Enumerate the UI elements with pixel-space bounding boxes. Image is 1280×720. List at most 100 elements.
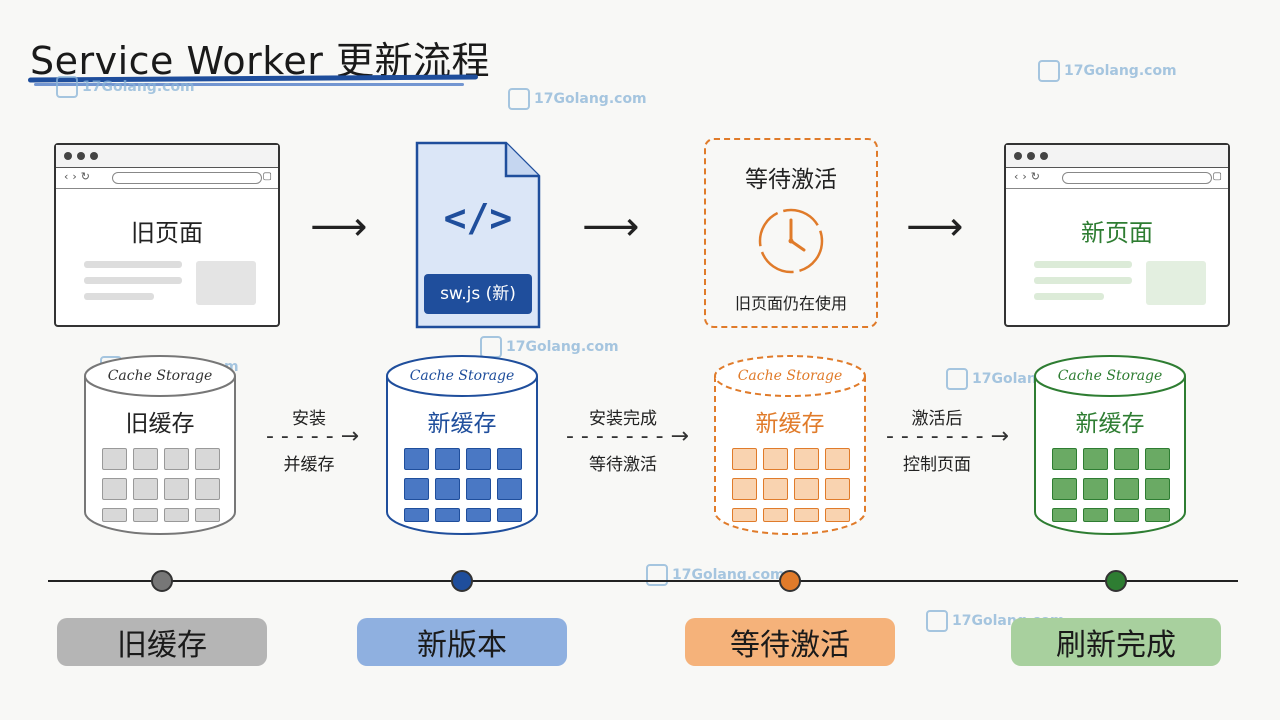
cache-entry <box>195 478 220 500</box>
new-page-label: 新页面 <box>1081 219 1153 247</box>
timeline-brush-highlight <box>57 618 267 666</box>
cache-entry <box>1114 448 1139 470</box>
content-line <box>84 293 154 300</box>
cache-entry <box>497 478 522 500</box>
watermark: 17Golang.com <box>1038 60 1177 82</box>
content-line <box>1034 293 1104 300</box>
watermark-logo-icon <box>1038 60 1060 82</box>
cache-storage-label: Cache Storage <box>409 368 515 384</box>
flow-label: 等待激活 <box>589 455 657 475</box>
content-line <box>1034 277 1132 284</box>
content-line <box>84 277 182 284</box>
timeline-dot <box>451 570 473 592</box>
cache-entry <box>763 478 788 500</box>
window-dot-icon <box>77 152 85 160</box>
url-bar <box>112 172 262 184</box>
flow-label: 并缓存 <box>283 455 335 475</box>
dashed-arrow-icon: - - - - - → <box>266 424 360 449</box>
content-image-placeholder <box>1146 261 1206 305</box>
cache-entry <box>794 508 819 522</box>
cache-storage-label: Cache Storage <box>107 368 213 384</box>
waiting-subtitle: 旧页面仍在使用 <box>734 294 847 313</box>
cache-entry <box>1145 448 1170 470</box>
cache-entry <box>1114 508 1139 522</box>
cache-entry <box>164 478 189 500</box>
timeline-brush-highlight <box>685 618 895 666</box>
window-dot-icon <box>90 152 98 160</box>
title-underline-accent <box>34 83 464 86</box>
cache-entry <box>1052 448 1077 470</box>
cache-entry <box>763 508 788 522</box>
cache-entry <box>133 448 158 470</box>
watermark: 17Golang.com <box>56 76 195 98</box>
waiting-title: 等待激活 <box>745 167 837 193</box>
window-dot-icon <box>64 152 72 160</box>
cache-entry <box>435 508 460 522</box>
cache-entry <box>466 448 491 470</box>
content-line <box>84 261 182 268</box>
cache-entry <box>825 508 850 522</box>
watermark-logo-icon <box>926 610 948 632</box>
window-dot-icon <box>1040 152 1048 160</box>
watermark: 17Golang.com <box>646 564 785 586</box>
cache-entry <box>794 448 819 470</box>
content-line <box>1034 261 1132 268</box>
timeline-stage-label: 刷新完成 <box>1056 628 1176 663</box>
cache-entry <box>825 448 850 470</box>
timeline-dot <box>151 570 173 592</box>
new-page-browser: ‹›↻ ▢ 新页面 <box>1004 143 1230 327</box>
old-page-browser: ‹›↻ ▢ 旧页面 <box>54 143 280 327</box>
cache-entry <box>763 448 788 470</box>
cache-entry <box>404 448 429 470</box>
browser-toolbar: ‹›↻ ▢ <box>56 168 278 189</box>
cache-entry <box>732 508 757 522</box>
timeline-stage-label: 等待激活 <box>730 628 850 663</box>
dashed-arrow-icon: - - - - - - - → <box>886 424 1009 449</box>
browser-toolbar: ‹›↻ ▢ <box>1006 168 1228 189</box>
cache-title: 新缓存 <box>755 411 825 437</box>
cache-entry <box>466 508 491 522</box>
cache-entry <box>195 448 220 470</box>
cache-entry <box>1052 478 1077 500</box>
cache-entry <box>1083 478 1108 500</box>
timeline-stage-label: 新版本 <box>417 628 507 663</box>
flow-label: 控制页面 <box>903 455 971 475</box>
watermark-logo-icon <box>508 88 530 110</box>
nav-arrows-icon: ‹›↻ <box>1014 170 1045 183</box>
cache-entry <box>133 478 158 500</box>
cache-entry <box>825 478 850 500</box>
cache-entry <box>404 508 429 522</box>
cache-title: 新缓存 <box>1075 411 1145 437</box>
timeline-dot <box>1105 570 1127 592</box>
cache-entry <box>497 508 522 522</box>
cache-entry <box>1145 478 1170 500</box>
cache-entry <box>466 478 491 500</box>
window-dot-icon <box>1014 152 1022 160</box>
arrow-right-icon: ⟶ <box>310 204 368 250</box>
timeline-dot <box>779 570 801 592</box>
extension-icon: ▢ <box>262 171 272 182</box>
watermark-logo-icon <box>56 76 78 98</box>
flow-label: 安装完成 <box>589 409 657 429</box>
browser-titlebar <box>1006 145 1228 168</box>
arrow-right-icon: ⟶ <box>906 204 964 250</box>
extension-icon: ▢ <box>1212 171 1222 182</box>
cache-entry <box>1083 508 1108 522</box>
waiting-box <box>704 138 878 328</box>
cache-entry <box>732 448 757 470</box>
cache-entry <box>404 478 429 500</box>
cache-entry <box>133 508 158 522</box>
sw-file-badge: sw.js (新) <box>424 274 532 314</box>
cache-storage-label: Cache Storage <box>737 368 843 384</box>
cache-entry <box>732 478 757 500</box>
dashed-arrow-icon: - - - - - - - → <box>566 424 689 449</box>
watermark: 17Golang.com <box>508 88 647 110</box>
old-page-label: 旧页面 <box>131 219 203 247</box>
cache-entry <box>435 448 460 470</box>
content-image-placeholder <box>196 261 256 305</box>
code-icon: </> <box>443 196 513 240</box>
cache-entry <box>102 508 127 522</box>
cache-title: 新缓存 <box>427 411 497 437</box>
cache-entry <box>102 478 127 500</box>
cache-entry <box>164 508 189 522</box>
